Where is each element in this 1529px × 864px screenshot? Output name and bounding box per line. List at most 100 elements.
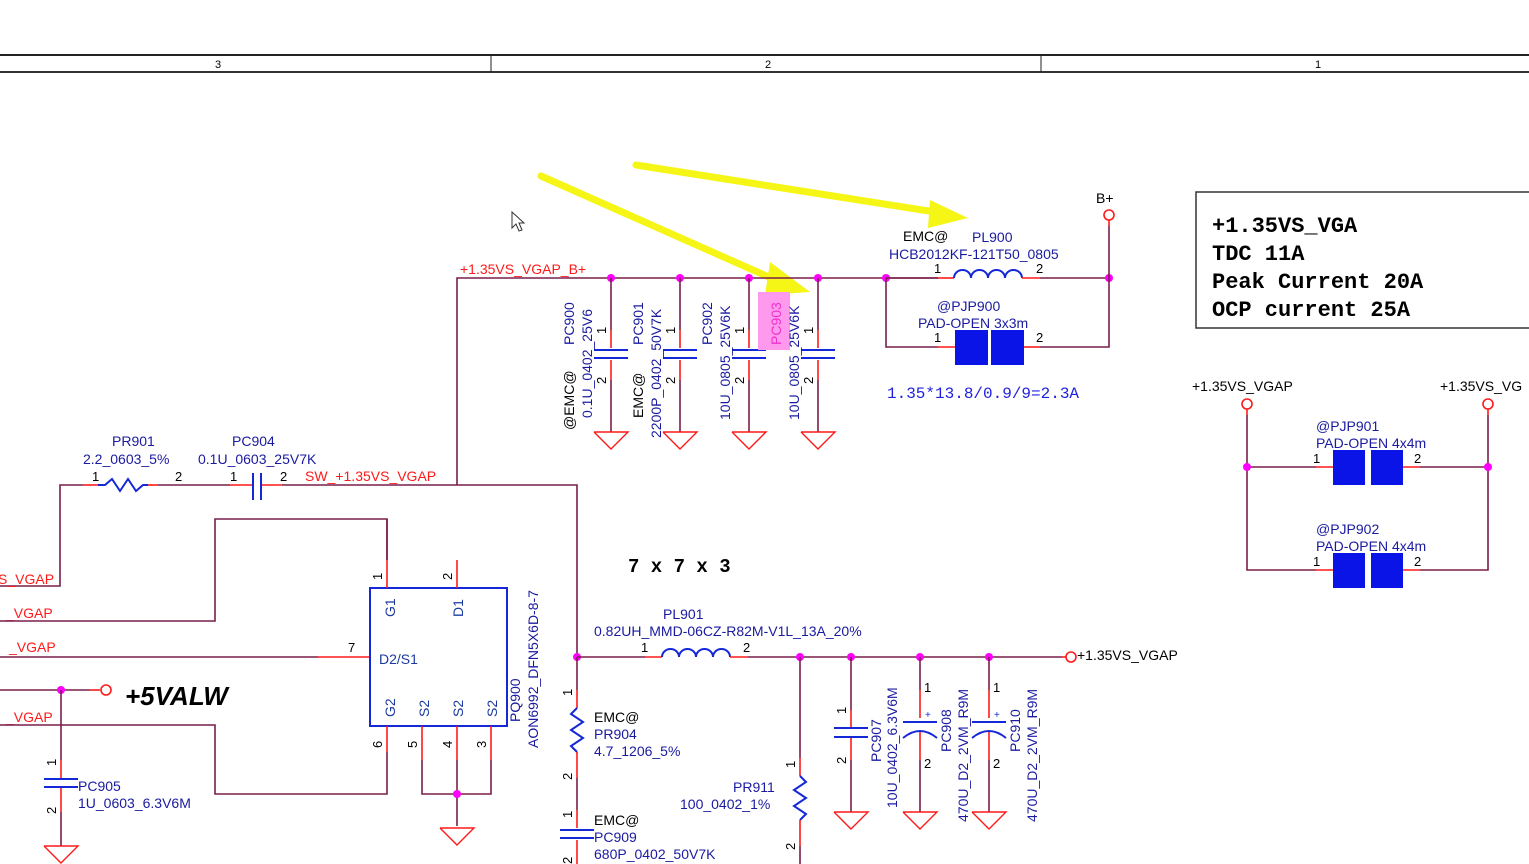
left-net-labels: S_VGAP _VGAP _VGAP _VGAP <box>0 518 388 795</box>
svg-text:+1.35VS_VGAP: +1.35VS_VGAP <box>1192 378 1293 394</box>
svg-text:1: 1 <box>801 327 816 334</box>
svg-text:S_VGAP: S_VGAP <box>0 571 54 587</box>
svg-text:1: 1 <box>92 469 99 484</box>
svg-text:2: 2 <box>560 773 575 780</box>
svg-text:2: 2 <box>732 377 747 384</box>
mouse-cursor-icon <box>511 210 526 232</box>
svg-text:2: 2 <box>834 757 849 764</box>
svg-text:3: 3 <box>474 741 489 748</box>
svg-text:PC905: PC905 <box>78 778 121 794</box>
svg-text:PC900: PC900 <box>561 302 577 345</box>
mosfet-pq900[interactable]: 1 2 7 6 5 4 3 G1 D1 D2/S1 G2 S2 S2 S2 PQ… <box>348 519 541 846</box>
zone-label-1: 1 <box>1315 59 1321 71</box>
spec-box: +1.35VS_VGA TDC 11A Peak Current 20A OCP… <box>1195 191 1529 329</box>
svg-text:1: 1 <box>594 327 609 334</box>
svg-text:1: 1 <box>924 680 931 695</box>
capacitor-pc907[interactable]: 1 2 PC907 10U_0402_6.3V6M <box>833 657 900 830</box>
inductor-pl900[interactable]: 1 2 EMC@ PL900 HCB2012KF-121T50_0805 <box>886 228 1113 282</box>
port-b-plus: B+ <box>1096 190 1115 278</box>
svg-text:1: 1 <box>993 680 1000 695</box>
svg-text:6: 6 <box>370 741 385 748</box>
svg-text:1: 1 <box>641 640 648 655</box>
net-label-vgap-bplus: +1.35VS_VGAP_B+ <box>460 261 586 277</box>
svg-text:2: 2 <box>1414 451 1421 466</box>
svg-text:@PJP902: @PJP902 <box>1316 521 1379 537</box>
svg-text:0.1U_0402_25V6: 0.1U_0402_25V6 <box>579 309 595 418</box>
svg-text:PL900: PL900 <box>972 229 1013 245</box>
jumpers-pjp901-pjp902[interactable]: +1.35VS_VGAP +1.35VS_VG 1 2 @PJP901 PAD-… <box>1192 378 1522 588</box>
capacitor-pc910[interactable]: + 1 2 PC910 470U_D2_2VM_R9M <box>971 657 1040 830</box>
capacitor-pc900[interactable]: 1 2 PC900 0.1U_0402_25V6 @EMC@ <box>561 278 629 450</box>
svg-text:2: 2 <box>663 377 678 384</box>
vgap-bplus-rail: +1.35VS_VGAP_B+ <box>456 261 938 485</box>
svg-text:_VGAP: _VGAP <box>5 605 53 621</box>
svg-text:_VGAP: _VGAP <box>8 639 56 655</box>
svg-text:2: 2 <box>560 857 575 864</box>
svg-text:PC902: PC902 <box>699 302 715 345</box>
capacitor-pc903[interactable]: 1 2 PC903 10U_0805_25V6K <box>758 278 836 450</box>
net-label-sw: SW_+1.35VS_VGAP <box>305 468 436 484</box>
svg-text:2: 2 <box>801 377 816 384</box>
svg-text:2: 2 <box>594 377 609 384</box>
svg-text:+1.35VS_VGA: +1.35VS_VGA <box>1212 214 1358 239</box>
svg-text:1: 1 <box>560 689 575 696</box>
resistor-pr911[interactable]: 1 2 PR911 100_0402_1% <box>680 657 808 864</box>
svg-text:2: 2 <box>280 469 287 484</box>
svg-text:EMC@: EMC@ <box>630 373 646 418</box>
svg-text:2: 2 <box>783 843 798 850</box>
svg-text:100_0402_1%: 100_0402_1% <box>680 796 770 812</box>
svg-text:1: 1 <box>370 573 385 580</box>
svg-text:10U_0805_25V6K: 10U_0805_25V6K <box>717 305 733 420</box>
svg-text:PC901: PC901 <box>630 302 646 345</box>
svg-text:PC904: PC904 <box>232 433 275 449</box>
svg-text:1: 1 <box>1313 451 1320 466</box>
svg-text:@EMC@: @EMC@ <box>561 370 577 430</box>
zone-strip: 3 2 1 <box>0 54 1529 73</box>
svg-text:0.82UH_MMD-06CZ-R82M-V1L_13A_2: 0.82UH_MMD-06CZ-R82M-V1L_13A_20% <box>594 623 862 639</box>
svg-text:+: + <box>994 710 1000 721</box>
svg-text:TDC 11A: TDC 11A <box>1212 242 1305 267</box>
arrow-head-icon <box>928 200 968 228</box>
svg-text:2200P_0402_50V7K: 2200P_0402_50V7K <box>648 308 664 438</box>
svg-text:1: 1 <box>230 469 237 484</box>
svg-text:+: + <box>925 710 931 721</box>
svg-text:2: 2 <box>175 469 182 484</box>
capacitor-pc908[interactable]: + 1 2 PC908 470U_D2_2VM_R9M <box>902 657 971 830</box>
inductor-size-annotation: 7 x 7 x 3 <box>628 556 731 578</box>
snubber-pr901-pc904[interactable]: 1 2 1 2 PR901 2.2_0603_5% PC904 0.1U_060… <box>0 433 578 657</box>
svg-text:EMC@: EMC@ <box>594 812 639 828</box>
svg-text:G2: G2 <box>382 698 398 717</box>
five-valw-pc905[interactable]: +5VALW 1 2 PC905 1U_0603_6.3V6M <box>0 681 230 864</box>
svg-text:680P_0402_50V7K: 680P_0402_50V7K <box>594 846 716 862</box>
svg-text:EMC@: EMC@ <box>903 228 948 244</box>
svg-text:OCP current 25A: OCP current 25A <box>1212 298 1411 323</box>
snubber-pr904-pc909[interactable]: 1 2 1 2 EMC@ PR904 4.7_1206_5% EMC@ PC90… <box>560 657 716 864</box>
svg-text:2.2_0603_5%: 2.2_0603_5% <box>83 451 169 467</box>
svg-text:1: 1 <box>1313 554 1320 569</box>
svg-text:EMC@: EMC@ <box>594 709 639 725</box>
svg-text:HCB2012KF-121T50_0805: HCB2012KF-121T50_0805 <box>889 246 1059 262</box>
svg-text:5: 5 <box>405 741 420 748</box>
svg-text:1U_0603_6.3V6M: 1U_0603_6.3V6M <box>78 795 191 811</box>
jumper-pjp900[interactable]: 1 2 @PJP900 PAD-OPEN 3x3m <box>885 278 1110 365</box>
svg-text:@PJP900: @PJP900 <box>937 298 1000 314</box>
svg-text:0.1U_0603_25V7K: 0.1U_0603_25V7K <box>198 451 317 467</box>
svg-text:G1: G1 <box>382 598 398 617</box>
svg-text:PC909: PC909 <box>594 829 637 845</box>
zone-label-2: 2 <box>765 59 771 71</box>
svg-text:D2/S1: D2/S1 <box>379 651 418 667</box>
svg-text:1: 1 <box>834 707 849 714</box>
svg-text:+1.35VS_VG: +1.35VS_VG <box>1440 378 1522 394</box>
capacitor-pc901[interactable]: 1 2 PC901 2200P_0402_50V7K EMC@ <box>630 278 698 450</box>
svg-text:4.7_1206_5%: 4.7_1206_5% <box>594 743 680 759</box>
svg-text:1: 1 <box>783 761 798 768</box>
svg-text:PC910: PC910 <box>1007 709 1023 752</box>
svg-text:_VGAP: _VGAP <box>5 709 53 725</box>
capacitor-pc902[interactable]: 1 2 PC902 10U_0805_25V6K <box>699 278 767 450</box>
svg-text:PQ900: PQ900 <box>507 678 523 722</box>
svg-text:PC903: PC903 <box>768 302 784 345</box>
svg-text:@PJP901: @PJP901 <box>1316 418 1379 434</box>
svg-text:2: 2 <box>44 807 59 814</box>
inductor-pl901[interactable]: +1.35VS_VGAP 1 2 PL901 0.82UH_MMD-06CZ-R… <box>573 606 1178 663</box>
svg-text:2: 2 <box>993 756 1000 771</box>
